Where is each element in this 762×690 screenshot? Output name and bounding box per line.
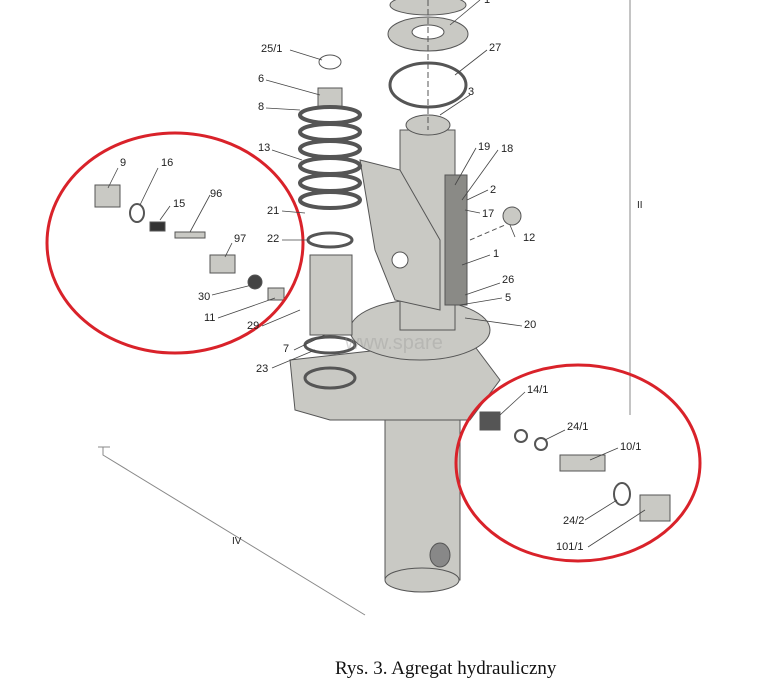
plug-9 [94, 184, 121, 208]
label-12: 12 [523, 232, 536, 244]
label-26: 26 [502, 274, 515, 286]
plug-101-1 [639, 494, 671, 522]
spring-13 [298, 105, 362, 210]
oring-22 [306, 231, 354, 249]
section-label-ii: II [637, 200, 643, 211]
label-97: 97 [234, 233, 247, 245]
label-96: 96 [210, 188, 223, 200]
lever-bracket [359, 159, 441, 311]
label-25-1: 25/1 [261, 43, 283, 55]
ring-30 [247, 274, 263, 290]
section-label-iv: IV [232, 536, 242, 547]
valve-block-2 [444, 174, 468, 306]
label-1-top: 1 [484, 0, 491, 6]
label-27: 27 [489, 42, 502, 54]
label-19: 19 [478, 141, 491, 153]
label-8: 8 [258, 101, 265, 113]
seat-11 [267, 287, 285, 301]
label-13: 13 [258, 142, 271, 154]
label-10-1: 10/1 [620, 441, 642, 453]
label-22: 22 [267, 233, 280, 245]
valve-97 [209, 254, 236, 274]
label-3: 3 [468, 86, 475, 98]
label-1: 1 [493, 248, 500, 260]
watermark: www.spare [345, 332, 443, 354]
plug-12 [502, 206, 522, 226]
label-101-1: 101/1 [556, 541, 584, 553]
label-14-1: 14/1 [527, 384, 549, 396]
pump-body-7 [309, 254, 353, 336]
label-11: 11 [204, 312, 216, 324]
washer-16 [129, 203, 145, 223]
label-15: 15 [173, 198, 186, 210]
ring-24-1b [534, 437, 548, 451]
valve-10-1 [559, 454, 606, 472]
label-23: 23 [256, 363, 269, 375]
figure-caption: Rys. 3. Agregat hydrauliczny [335, 658, 557, 679]
label-18: 18 [501, 143, 514, 155]
label-30: 30 [198, 291, 211, 303]
label-24-1: 24/1 [567, 421, 589, 433]
highlight-circle-left [45, 131, 305, 355]
label-24-2: 24/2 [563, 515, 585, 527]
circlip-25-1 [318, 54, 342, 70]
label-2: 2 [490, 184, 497, 196]
spring-14-1 [479, 411, 501, 431]
highlight-circle-right [454, 363, 702, 563]
label-16: 16 [161, 157, 174, 169]
label-20: 20 [524, 319, 537, 331]
section-line-iv [102, 447, 366, 616]
pin-96 [174, 231, 206, 239]
piston-3 [405, 114, 451, 136]
spring-15 [149, 221, 166, 232]
ring-24-1a [514, 429, 528, 443]
ring-24-2 [613, 482, 631, 506]
label-29: 29 [247, 320, 260, 332]
label-5: 5 [505, 292, 512, 304]
label-6: 6 [258, 73, 265, 85]
label-9: 9 [120, 157, 127, 169]
label-21: 21 [267, 205, 280, 217]
label-7: 7 [283, 343, 290, 355]
label-17: 17 [482, 208, 495, 220]
